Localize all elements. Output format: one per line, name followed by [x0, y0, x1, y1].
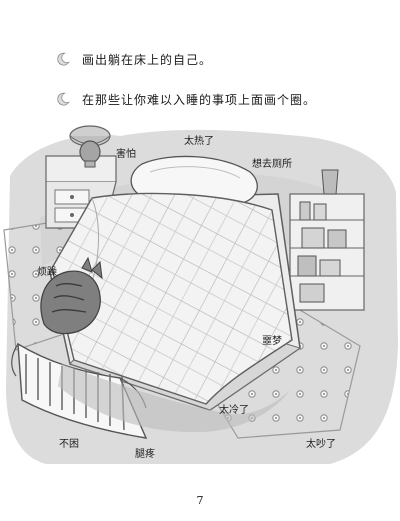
label-bathroom: 想去厕所 [252, 159, 292, 170]
crescent-moon-icon [57, 52, 70, 66]
bedroom-scene [3, 125, 398, 464]
label-too-hot: 太热了 [184, 136, 214, 147]
bedroom-illustration: 害怕 太热了 想去厕所 烦躁 噩梦 太冷了 不困 腿疼 太吵了 [0, 118, 400, 468]
bed [49, 155, 302, 411]
instruction-draw-self: 画出躺在床上的自己。 [56, 48, 376, 70]
instruction-text: 画出躺在床上的自己。 [82, 52, 213, 67]
label-restless: 烦躁 [37, 267, 57, 278]
label-not-sleepy: 不困 [59, 439, 79, 450]
instruction-circle-items: 在那些让你难以入睡的事项上面画个圈。 [56, 88, 376, 110]
table-lamp [69, 125, 111, 168]
quilt [51, 192, 293, 405]
label-too-noisy: 太吵了 [306, 439, 336, 450]
instruction-text: 在那些让你难以入睡的事项上面画个圈。 [82, 92, 317, 107]
label-leg-pain: 腿疼 [135, 449, 155, 460]
label-nightmare: 噩梦 [262, 336, 282, 347]
crescent-moon-icon [57, 92, 70, 106]
label-scared: 害怕 [116, 149, 136, 160]
label-too-cold: 太冷了 [219, 405, 249, 416]
instructions-list: 画出躺在床上的自己。 在那些让你难以入睡的事项上面画个圈。 [56, 48, 376, 128]
page-number: 7 [196, 494, 204, 507]
bookshelf [289, 169, 365, 311]
sleeping-cat [40, 256, 103, 335]
